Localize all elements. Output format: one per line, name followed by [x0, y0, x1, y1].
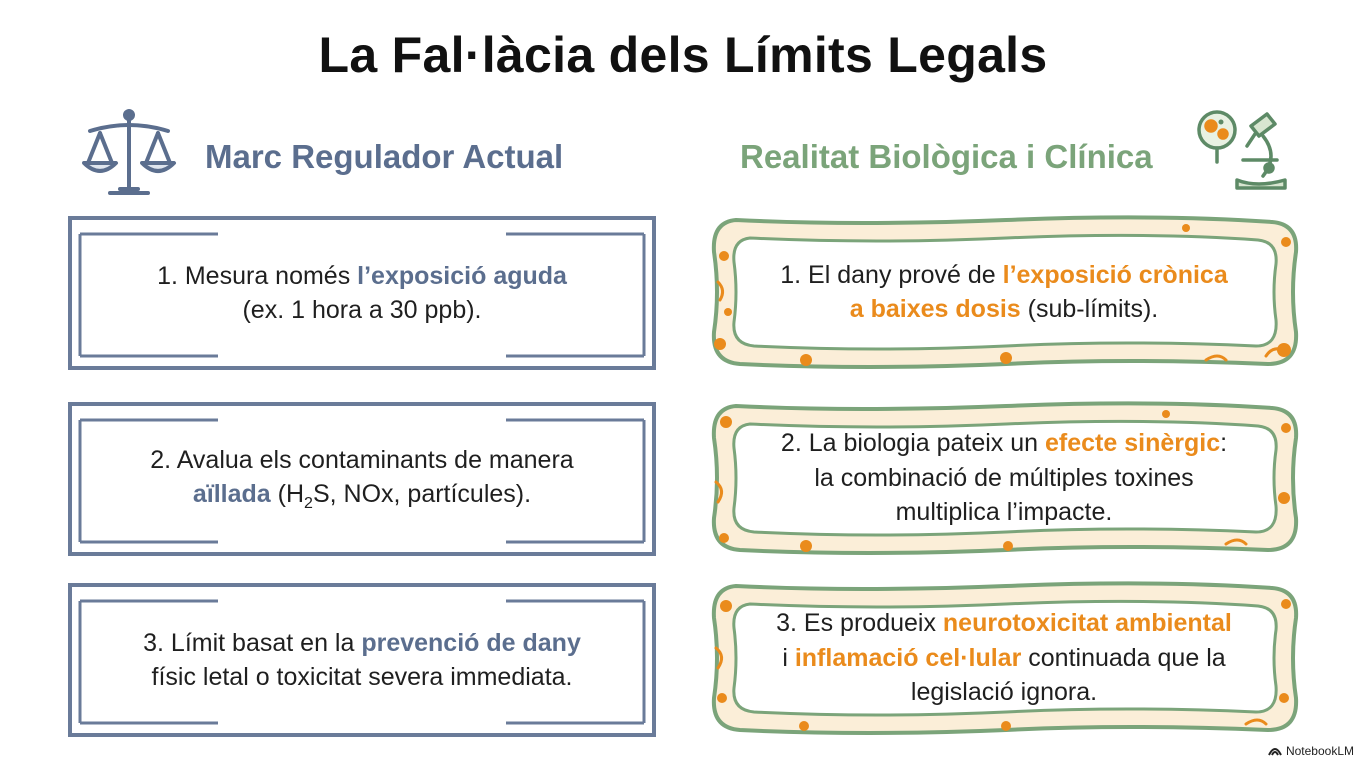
biology-box-3-text: 3. Es produeix neurotoxicitat ambiental … [776, 609, 1232, 707]
biology-box-3: 3. Es produeix neurotoxicitat ambiental … [706, 578, 1302, 738]
biology-box-1: 1. El dany prové de l’exposició crònica … [706, 212, 1302, 372]
left-column-heading: Marc Regulador Actual [205, 138, 564, 175]
notebooklm-logo-icon [1268, 748, 1282, 756]
biology-box-1-text: 1. El dany prové de l’exposició crònica … [780, 260, 1228, 324]
notebooklm-watermark: NotebookLM [1268, 744, 1354, 758]
regulatory-box-3: 3. Límit basat en la prevenció de dany f… [68, 583, 656, 737]
biology-box-2-text: 2. La biologia pateix un efecte sinèrgic… [780, 429, 1228, 527]
regulatory-box-2-text: 2. Avalua els contaminants de manera aïl… [150, 445, 574, 513]
biology-box-2: 2. La biologia pateix un efecte sinèrgic… [706, 398, 1302, 558]
watermark-text: NotebookLM [1285, 744, 1354, 758]
right-column-heading: Realitat Biològica i Clínica [740, 138, 1153, 175]
page-title: La Fal·làcia dels Límits Legals [318, 27, 1048, 83]
microscope-icon [1193, 104, 1293, 202]
regulatory-box-1-text: 1. Mesura només l’exposició aguda (ex. 1… [157, 261, 567, 325]
regulatory-box-2: 2. Avalua els contaminants de manera aïl… [68, 402, 656, 556]
regulatory-box-1: 1. Mesura només l’exposició aguda (ex. 1… [68, 216, 656, 370]
regulatory-box-3-text: 3. Límit basat en la prevenció de dany f… [143, 628, 581, 692]
scale-icon [80, 105, 178, 200]
